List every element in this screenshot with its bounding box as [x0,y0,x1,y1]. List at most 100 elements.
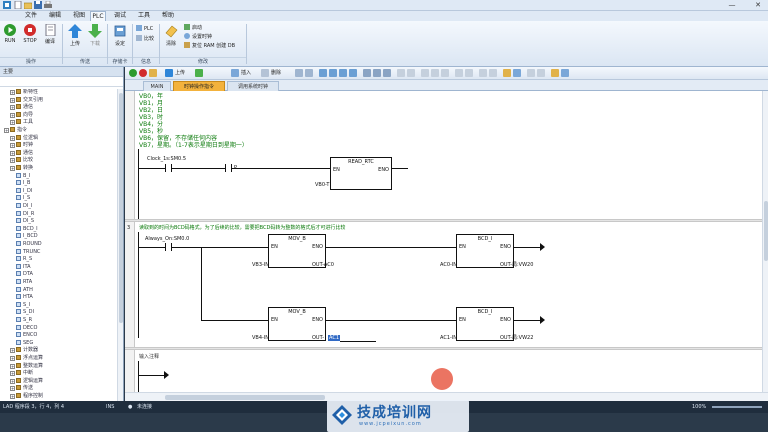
toolbar-icon-14[interactable] [503,69,511,77]
tree-folder[interactable]: +浮点运算 [10,355,43,362]
tree-item[interactable]: S_R [16,317,32,324]
tree-folder[interactable]: +整数运算 [10,362,43,370]
expand-toggle-icon[interactable]: + [10,356,15,361]
tree-item[interactable]: SEG [16,339,33,347]
run-icon[interactable] [129,69,137,77]
settings-button[interactable]: 设定 [111,24,129,47]
toolbar-icon-9[interactable] [441,69,449,77]
tree-item[interactable]: ROUND [16,241,42,248]
scroll-thumb[interactable] [165,395,325,400]
tree-folder[interactable]: +程序控制 [10,393,43,400]
bcd-i-block-1[interactable]: BCD_I EN ENO [456,234,514,268]
menu-tab-plc[interactable]: PLC [90,11,106,21]
box-icon[interactable] [383,69,391,77]
menu-tab-file[interactable]: 文件 [24,12,37,19]
expand-toggle-icon[interactable]: + [10,371,15,377]
open-icon[interactable] [24,1,32,9]
tree-folder[interactable]: +交叉引用 [10,96,43,104]
menu-tab-tools[interactable]: 工具 [137,12,150,19]
scroll-thumb[interactable] [764,201,768,261]
compile-button[interactable]: 编译 [42,23,58,45]
toolbar-icon-13[interactable] [489,69,497,77]
toolbar-icon-10[interactable] [455,69,463,77]
menu-tab-debug[interactable]: 调试 [113,12,126,19]
contact-icon[interactable] [363,69,371,77]
expand-toggle-icon[interactable]: + [10,97,15,103]
tree-item[interactable]: I_S [16,195,30,202]
tree-item[interactable]: DECO [16,324,37,332]
upload-label[interactable]: 上传 [175,70,186,76]
download-icon[interactable] [195,69,203,77]
toolbar-icon-4[interactable] [329,69,337,77]
toolbar-icon-2[interactable] [305,69,313,77]
editor-vertical-scrollbar[interactable] [762,91,768,392]
insert-icon[interactable] [231,69,239,77]
toolbar-icon-8[interactable] [431,69,439,77]
expand-toggle-icon[interactable]: + [10,158,15,164]
scroll-thumb[interactable] [119,93,123,323]
editor-horizontal-scrollbar[interactable] [125,392,768,401]
toolbar-icon-12[interactable] [479,69,487,77]
tab-call-system-clock[interactable]: 调用系统时钟 [227,81,279,91]
minimize-button[interactable]: — [728,1,736,9]
stop-button[interactable]: STOP [22,24,38,44]
run-button[interactable]: RUN [3,24,17,44]
tree-item[interactable]: DTA [16,271,33,278]
expand-toggle-icon[interactable]: + [10,150,15,156]
expand-toggle-icon[interactable]: + [10,112,15,118]
selected-operand[interactable]: AC1 [328,335,341,341]
tree-folder[interactable]: +时钟 [10,142,33,149]
expand-toggle-icon[interactable]: + [10,363,15,369]
compare-button[interactable]: 比较 [136,35,154,43]
expand-toggle-icon[interactable]: + [10,394,15,399]
tree-item[interactable]: I_B [16,180,30,187]
toolbar-icon-18[interactable] [551,69,559,77]
save-icon[interactable] [34,1,42,9]
toolbar-icon-1[interactable] [295,69,303,77]
tree-folder[interactable]: +通信 [10,149,33,157]
plc-info-button[interactable]: PLC [136,25,153,33]
toolbar-icon-16[interactable] [527,69,535,77]
tree-item[interactable]: ENCO [16,332,37,339]
tree-item[interactable]: BCD_I [16,225,38,233]
startup-button[interactable]: 启动 [184,24,202,32]
tab-main[interactable]: MAIN [143,81,171,91]
toolbar-icon-6[interactable] [349,69,357,77]
expand-toggle-icon[interactable]: + [10,143,15,149]
tab-clock-instructions[interactable]: 时钟操作指令 [173,81,225,91]
menu-tab-view[interactable]: 视图 [72,12,85,19]
clear-button[interactable]: 清除 [162,24,180,47]
expand-toggle-icon[interactable]: + [4,128,9,133]
tree-item[interactable]: TRUNC [16,248,40,256]
tree-item[interactable]: DI_R [16,210,34,218]
mov-b-block-2[interactable]: MOV_B EN ENO [268,307,326,341]
tree-folder[interactable]: +新特性 [10,89,38,96]
line-icon[interactable] [397,69,405,77]
tree-folder[interactable]: +比较 [10,157,33,164]
normally-open-contact[interactable] [165,243,172,251]
tree-item[interactable]: R_S [16,256,32,263]
expand-toggle-icon[interactable]: + [10,386,15,392]
toolbar-icon-17[interactable] [537,69,545,77]
tree-item[interactable]: I_BCD [16,233,38,240]
delete-icon[interactable] [261,69,269,77]
set-clock-button[interactable]: 设置时钟 [184,33,212,41]
tree-item[interactable]: DI_I [16,203,32,210]
mov-b-block-1[interactable]: MOV_B EN ENO [268,234,326,268]
toolbar-icon-11[interactable] [465,69,473,77]
tree-item[interactable]: RTA [16,279,32,286]
tree-folder[interactable]: +位逻辑 [10,134,38,142]
expand-toggle-icon[interactable]: + [10,135,15,141]
toolbar-icon-3[interactable] [319,69,327,77]
expand-toggle-icon[interactable]: + [10,348,15,354]
tree-item[interactable]: DI_S [16,218,34,225]
upload-icon[interactable] [165,69,173,77]
expand-toggle-icon[interactable]: + [10,120,15,126]
ladder-diagram[interactable]: VB0，年 VB1，月 VB2，日 VB3，时 VB4，分 VB5，秒 VB6，… [125,91,762,392]
print-icon[interactable] [44,1,52,9]
toolbar-icon-15[interactable] [513,69,521,77]
delete-label[interactable]: 删除 [271,70,282,76]
new-icon[interactable] [14,1,22,9]
download-button[interactable]: 下载 [86,24,104,47]
tree-folder[interactable]: +向导 [10,111,33,119]
